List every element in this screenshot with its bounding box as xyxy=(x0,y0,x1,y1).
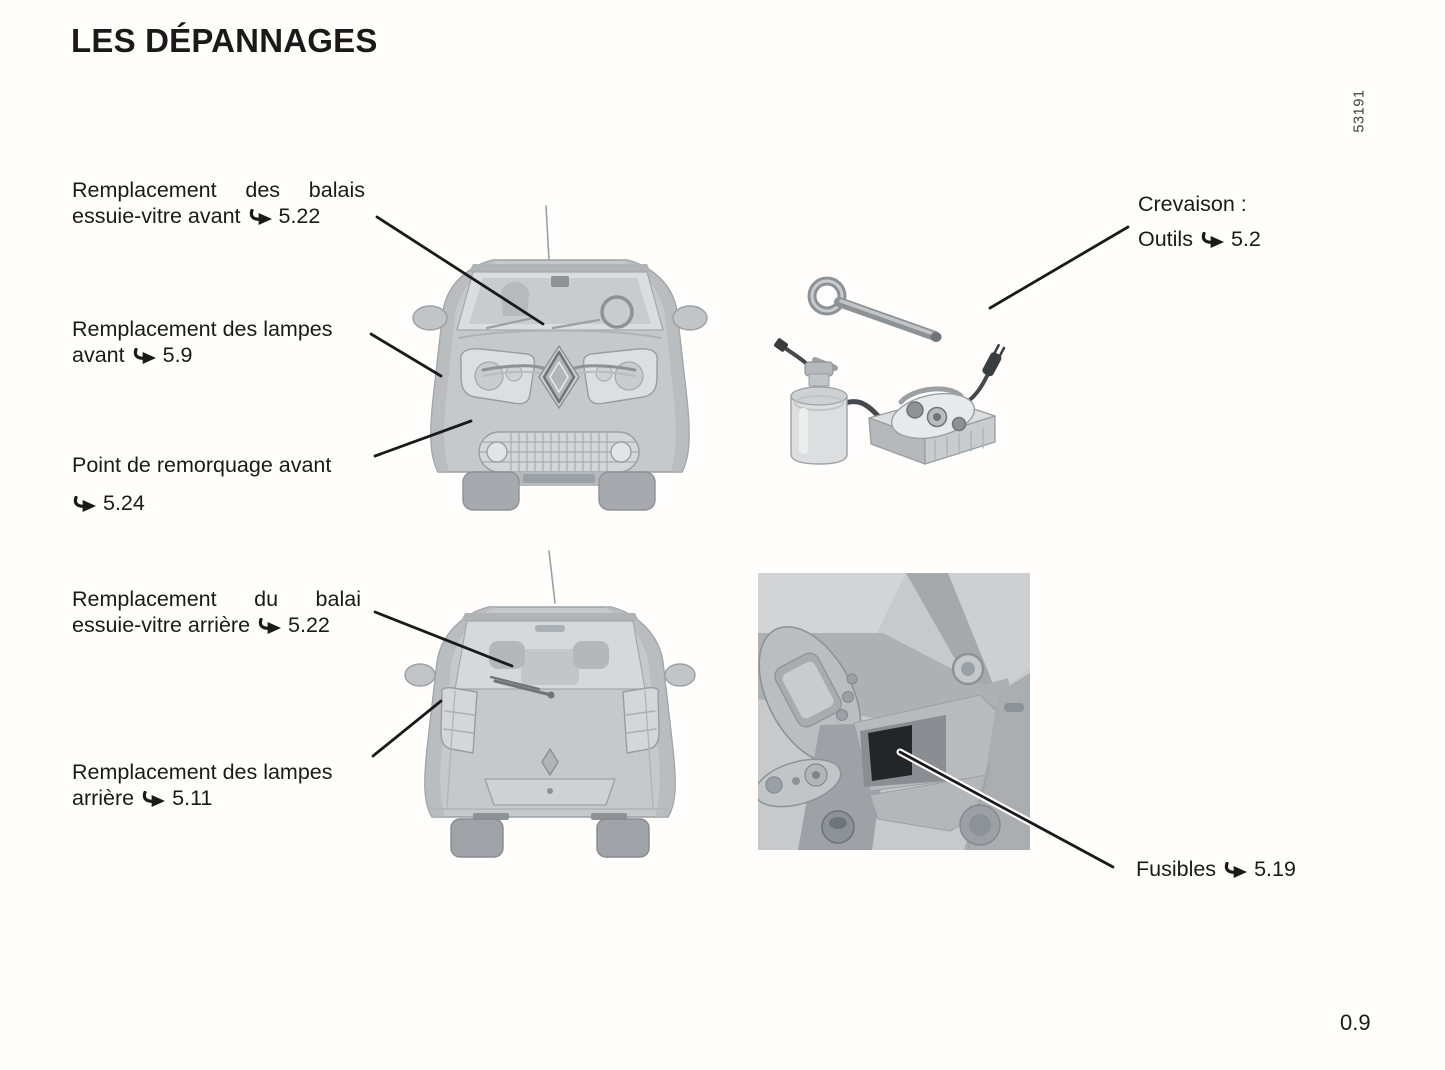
compressor-button xyxy=(906,401,924,419)
leader-line-puncture xyxy=(988,225,1130,310)
grille-chrome xyxy=(481,364,637,372)
renault-logo-icon xyxy=(542,350,576,404)
reflector-right xyxy=(591,813,627,820)
fog-light-right xyxy=(610,441,632,463)
fuse-box xyxy=(868,725,912,781)
side-mirror-right xyxy=(664,663,696,687)
reference-arrow-icon xyxy=(248,209,273,226)
climate-controls xyxy=(754,758,842,808)
reference-arrow-icon xyxy=(1223,862,1248,879)
brake-light xyxy=(535,625,565,632)
wheel-front-right xyxy=(598,471,656,511)
reference-arrow-icon xyxy=(141,791,166,808)
page-number: 0.9 xyxy=(1340,1010,1371,1035)
rear-view-illustration xyxy=(404,550,696,858)
wheel-rear-right xyxy=(596,818,650,858)
section-reference: 5.2 xyxy=(1230,227,1261,251)
wheel-front-left xyxy=(462,471,520,511)
rear-wiper xyxy=(489,675,555,699)
steering-wheel xyxy=(600,295,634,329)
callout-front-wiper: Remplacement des balais essuie-vitre ava… xyxy=(72,178,365,228)
reference-arrow-icon xyxy=(257,618,282,635)
headrest-left xyxy=(489,641,525,669)
side-mirror-right xyxy=(672,305,708,331)
tire-repair-kit-illustration xyxy=(774,276,1006,465)
reference-arrow-icon xyxy=(132,348,157,365)
rearview-mirror xyxy=(551,276,569,287)
page-title: LES DÉPANNAGES xyxy=(71,22,378,59)
towing-eye-tool xyxy=(807,276,942,342)
reflector-left xyxy=(473,813,509,820)
side-mirror-left xyxy=(404,663,436,687)
section-reference: 5.11 xyxy=(172,786,213,810)
dashboard-view xyxy=(754,573,1030,851)
section-reference: 5.24 xyxy=(103,491,145,515)
reference-arrow-icon xyxy=(1200,232,1225,249)
reference-arrow-icon xyxy=(72,496,97,513)
side-mirror-left xyxy=(412,305,448,331)
taillight-right xyxy=(622,687,660,754)
door-handle xyxy=(1004,703,1024,712)
air-compressor xyxy=(868,343,1006,465)
section-reference: 5.19 xyxy=(1254,857,1296,881)
figure-id: 53191 xyxy=(1351,89,1368,133)
taillight-left xyxy=(440,687,478,754)
compressor-button xyxy=(951,416,967,432)
front-view-illustration xyxy=(412,205,708,511)
callout-rear-wiper: Remplacement du balai essuie-vitre arriè… xyxy=(72,587,361,637)
section-reference: 5.22 xyxy=(288,613,330,637)
sealant-canister xyxy=(774,338,892,465)
headrest-right xyxy=(573,641,609,669)
antenna xyxy=(545,205,550,261)
wheel-rear-left xyxy=(450,818,504,858)
callout-front-towing: Point de remorquage avant 5.24 xyxy=(72,453,332,515)
carry-handle xyxy=(898,386,964,405)
renault-logo-icon xyxy=(541,748,559,776)
fog-light-left xyxy=(486,441,508,463)
door-window xyxy=(944,573,1030,693)
antenna xyxy=(548,550,556,604)
power-plug xyxy=(982,343,1006,377)
section-reference: 5.22 xyxy=(278,204,321,228)
fusebox-photo xyxy=(754,573,1030,851)
section-reference: 5.9 xyxy=(162,343,193,367)
